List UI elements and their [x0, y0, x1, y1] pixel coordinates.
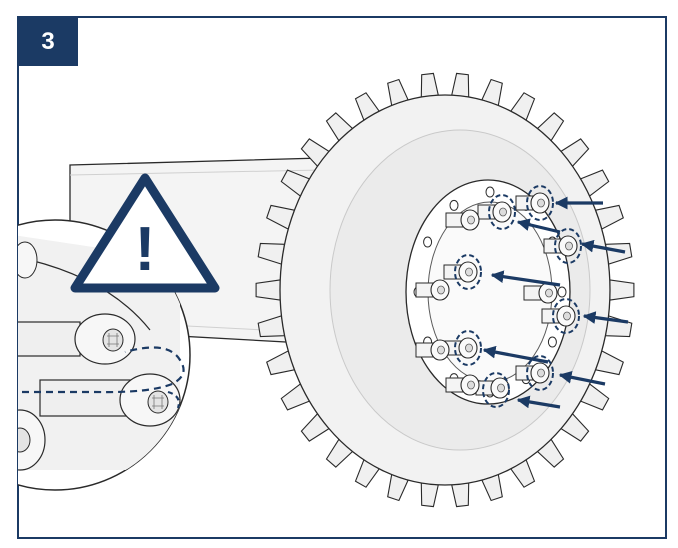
screw-highlight: [526, 355, 554, 391]
screw-highlight: [454, 330, 482, 366]
screw-highlight: [454, 254, 482, 290]
arrow-left-icon: [482, 345, 549, 364]
screw-socket: [499, 207, 507, 217]
screw-highlight: [488, 194, 516, 230]
screw-highlight: [552, 298, 580, 334]
screw-highlight: [526, 185, 554, 221]
arrow-left-icon: [0, 383, 16, 401]
arrow-left-icon: [580, 239, 626, 254]
warning-exclamation: !: [135, 215, 156, 284]
screw-highlight: [482, 372, 510, 408]
screw-socket: [565, 241, 573, 251]
screw-socket: [437, 345, 445, 355]
arrow-left-icon: [516, 395, 561, 409]
arrow-left-icon: [490, 270, 561, 287]
screw-socket: [467, 380, 475, 390]
screw-socket: [537, 198, 545, 208]
arrow-left-icon: [558, 370, 606, 386]
crosswise-tightening-path: [18, 346, 185, 394]
screw-socket: [497, 383, 505, 393]
screw-socket: [537, 368, 545, 378]
hub-hole: [423, 236, 433, 248]
zoom-screw-upper: [18, 313, 136, 365]
gear-tooth: [255, 279, 281, 301]
arrow-left-icon: [582, 311, 629, 324]
screw-socket: [467, 215, 475, 225]
hub-hole: [547, 336, 557, 348]
hub-hole: [485, 186, 495, 198]
screw-socket: [437, 285, 445, 295]
gear-tooth: [609, 279, 635, 301]
warning-triangle-icon: !: [70, 173, 220, 293]
hub-screws: [415, 192, 578, 399]
hub-hole: [557, 286, 567, 298]
screw-socket: [563, 311, 571, 321]
screw-socket: [465, 343, 473, 353]
step-number-badge: 3: [18, 17, 78, 66]
screw-socket: [545, 288, 553, 298]
hub-hole: [449, 199, 459, 211]
screw-socket: [465, 267, 473, 277]
zoom-screw-lower: [18, 409, 46, 471]
arrow-left-icon: [516, 218, 561, 234]
arrow-left-icons: [482, 196, 629, 409]
zoom-screw-middle: [39, 373, 181, 427]
